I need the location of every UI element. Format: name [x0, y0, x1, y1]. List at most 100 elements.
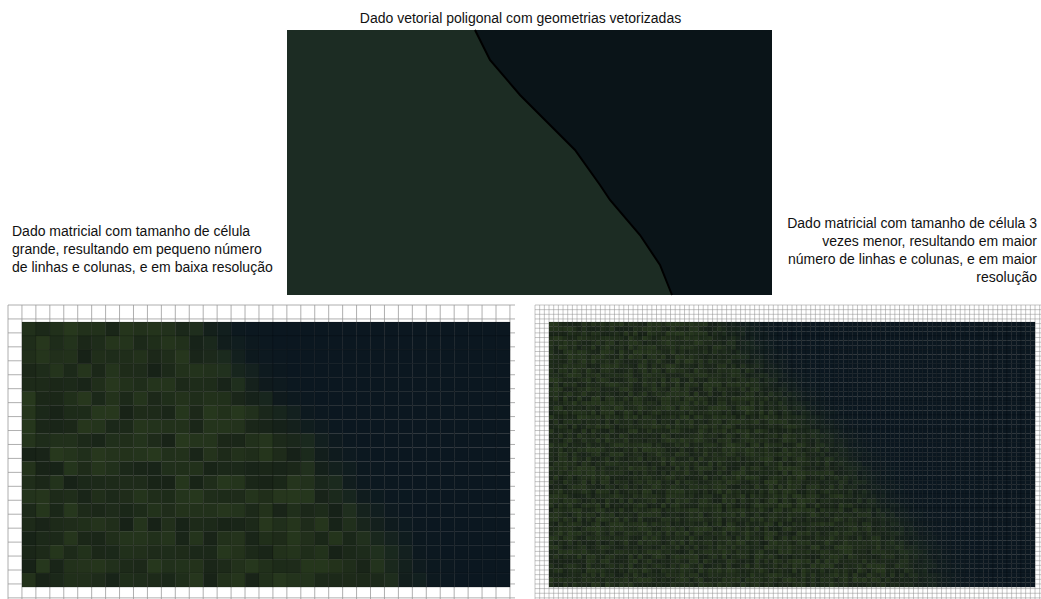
- raster-cell: [801, 373, 806, 378]
- raster-cell: [633, 368, 638, 373]
- raster-cell: [454, 503, 468, 517]
- raster-cell: [815, 331, 820, 336]
- raster-cell: [175, 573, 189, 587]
- raster-cell: [610, 373, 615, 378]
- raster-cell: [78, 531, 92, 545]
- raster-cell: [703, 341, 708, 346]
- raster-cell: [175, 406, 189, 420]
- raster-cell: [680, 331, 685, 336]
- raster-cell: [357, 350, 371, 364]
- raster-cell: [829, 336, 834, 341]
- raster-cell: [862, 336, 867, 341]
- raster-cell: [1007, 327, 1012, 332]
- raster-cell: [482, 531, 496, 545]
- raster-cell: [301, 448, 315, 462]
- raster-cell: [624, 359, 629, 364]
- raster-cell: [755, 350, 760, 355]
- raster-cell: [315, 364, 329, 378]
- raster-cell: [960, 345, 965, 350]
- raster-cell: [412, 489, 426, 503]
- raster-cell: [787, 341, 792, 346]
- raster-cell: [287, 531, 301, 545]
- raster-cell: [203, 475, 217, 489]
- raster-cell: [496, 350, 510, 364]
- raster-cell: [633, 331, 638, 336]
- raster-cell: [675, 341, 680, 346]
- raster-cell: [78, 517, 92, 531]
- raster-cell: [960, 341, 965, 346]
- raster-cell: [811, 368, 816, 373]
- raster-cell: [759, 331, 764, 336]
- raster-cell: [217, 448, 231, 462]
- raster-cell: [586, 373, 591, 378]
- raster-cell: [92, 434, 106, 448]
- raster-cell: [741, 364, 746, 369]
- raster-cell: [1002, 355, 1007, 360]
- raster-cell: [642, 345, 647, 350]
- raster-cell: [764, 345, 769, 350]
- raster-cell: [699, 364, 704, 369]
- raster-cell: [147, 559, 161, 573]
- raster-cell: [661, 322, 666, 327]
- raster-cell: [245, 503, 259, 517]
- raster-cell: [120, 322, 134, 336]
- raster-cell: [741, 373, 746, 378]
- raster-cell: [647, 345, 652, 350]
- raster-cell: [918, 355, 923, 360]
- raster-cell: [764, 368, 769, 373]
- raster-cell: [773, 331, 778, 336]
- raster-cell: [371, 322, 385, 336]
- raster-cell: [426, 503, 440, 517]
- raster-cell: [764, 336, 769, 341]
- raster-cell: [713, 373, 718, 378]
- raster-cell: [820, 364, 825, 369]
- raster-cell: [398, 448, 412, 462]
- raster-cell: [914, 373, 919, 378]
- raster-cell: [329, 420, 343, 434]
- raster-cell: [558, 327, 563, 332]
- raster-cell: [937, 336, 942, 341]
- raster-cell: [175, 475, 189, 489]
- raster-cell: [956, 327, 961, 332]
- raster-cell: [998, 336, 1003, 341]
- raster-cell: [633, 373, 638, 378]
- raster-cell: [741, 378, 746, 383]
- raster-cell: [1021, 368, 1026, 373]
- raster-cell: [843, 359, 848, 364]
- raster-cell: [259, 545, 273, 559]
- raster-cell: [92, 531, 106, 545]
- raster-cell: [1030, 345, 1035, 350]
- raster-cell: [759, 373, 764, 378]
- raster-cell: [440, 350, 454, 364]
- raster-cell: [78, 406, 92, 420]
- raster-cell: [806, 345, 811, 350]
- raster-cell: [496, 336, 510, 350]
- raster-cell: [661, 341, 666, 346]
- raster-cell: [189, 545, 203, 559]
- raster-cell: [857, 322, 862, 327]
- raster-cell: [778, 350, 783, 355]
- raster-cell: [628, 322, 633, 327]
- raster-cell: [106, 517, 120, 531]
- raster-cell: [315, 545, 329, 559]
- raster-cell: [120, 336, 134, 350]
- raster-cell: [890, 345, 895, 350]
- raster-cell: [736, 341, 741, 346]
- raster-cell: [1012, 355, 1017, 360]
- raster-cell: [273, 503, 287, 517]
- raster-cell: [970, 345, 975, 350]
- raster-cell: [591, 331, 596, 336]
- raster-cell: [685, 322, 690, 327]
- raster-cell: [412, 350, 426, 364]
- raster-cell: [713, 364, 718, 369]
- raster-cell: [792, 322, 797, 327]
- raster-cell: [998, 364, 1003, 369]
- raster-cell: [755, 341, 760, 346]
- raster-cell: [848, 341, 853, 346]
- raster-cell: [343, 392, 357, 406]
- raster-cell: [759, 350, 764, 355]
- raster-cell: [1007, 341, 1012, 346]
- raster-cell: [638, 350, 643, 355]
- raster-cell: [680, 378, 685, 383]
- raster-cell: [871, 331, 876, 336]
